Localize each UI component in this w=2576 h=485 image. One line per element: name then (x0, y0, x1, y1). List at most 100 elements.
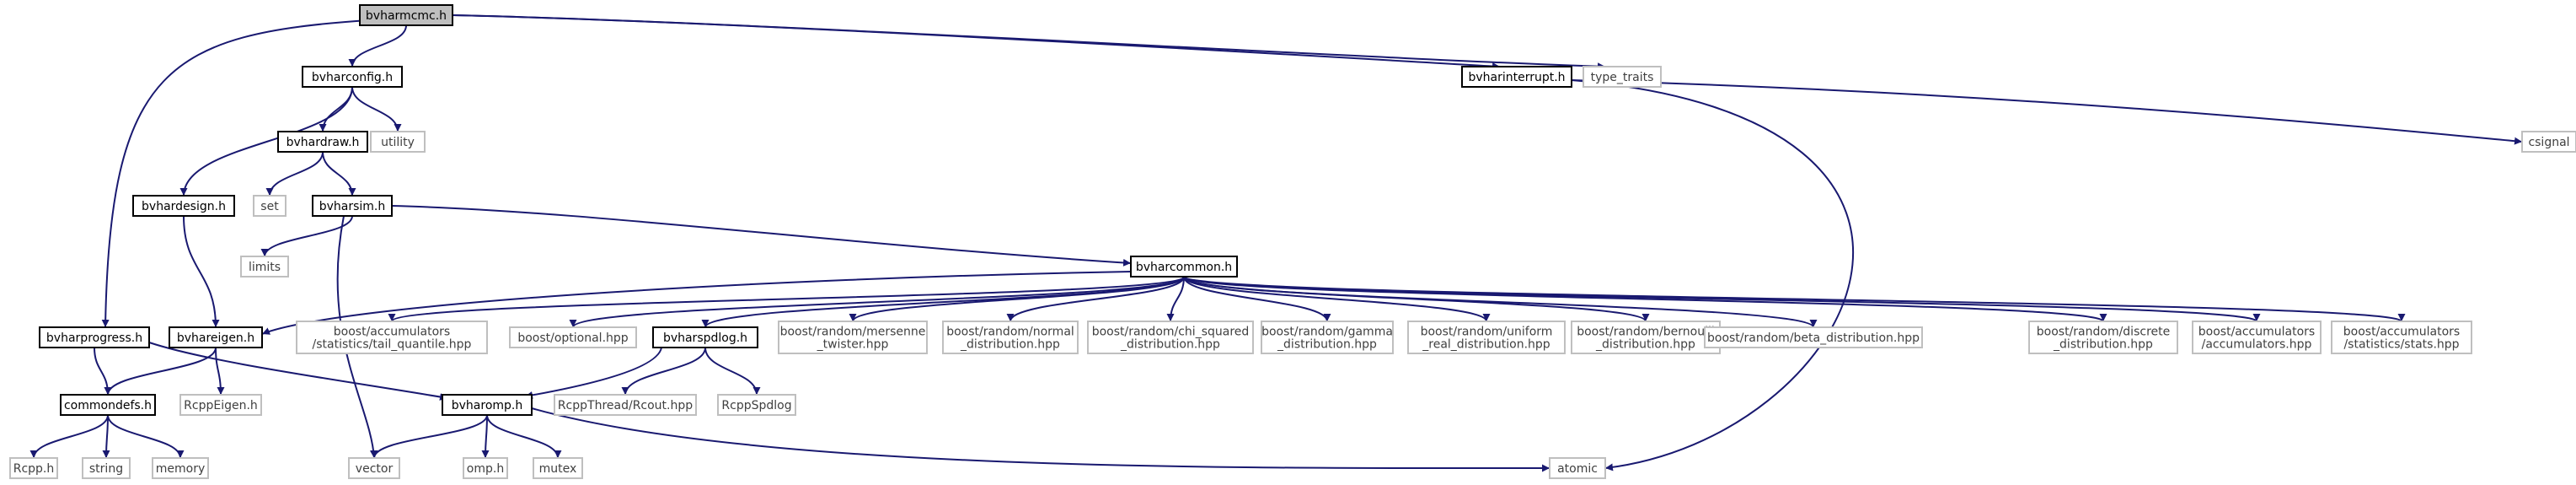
node-csignal: csignal (2521, 131, 2576, 153)
edge-bvharcommon-to-uniform_real (1183, 276, 1491, 322)
edge-commondefs-to-string (102, 414, 110, 459)
node-label-string: string (89, 462, 123, 476)
node-label-normal: _distribution.hpp (960, 338, 1060, 352)
edge-bvharomp-to-omp (481, 414, 490, 459)
node-mersenne: boost/random/mersenne_twister.hpp (778, 321, 928, 354)
node-label-bvharcommon: bvharcommon.h (1136, 261, 1232, 274)
node-label-bernoulli: boost/random/bernoulli (1577, 326, 1715, 339)
edge-bvharomp-to-atomic (531, 407, 1550, 472)
node-bvharcommon[interactable]: bvharcommon.h (1130, 256, 1238, 278)
node-label-RcppEigen: RcppEigen.h (184, 399, 258, 412)
edge-bvharconfig-to-bvhardraw (319, 86, 353, 132)
node-discrete: boost/random/discrete_distribution.hpp (2028, 321, 2178, 354)
header-nodes: bvharmcmc.h bvharconfig.h bvharinterrupt.h… (9, 4, 2576, 479)
node-box-bvharcommon (1130, 256, 1238, 278)
node-bvharmcmc[interactable]: bvharmcmc.h (359, 4, 453, 26)
node-bvharconfig[interactable]: bvharconfig.h (302, 66, 403, 88)
node-bvharprogress[interactable]: bvharprogress.h (39, 326, 150, 348)
node-atomic: atomic (1549, 457, 1606, 479)
node-label-bvharprogress: bvharprogress.h (46, 331, 142, 345)
node-limits: limits (240, 256, 289, 278)
node-stats: boost/accumulators/statistics/stats.hpp (2331, 321, 2472, 354)
edge-bvharcommon-to-bvharspdlog (701, 276, 1185, 328)
node-memory: memory (152, 457, 209, 479)
node-chi_squared: boost/random/chi_squared_distribution.hp… (1087, 321, 1254, 354)
node-bvharsim[interactable]: bvharsim.h (312, 195, 393, 217)
node-label-mutex: mutex (539, 462, 577, 476)
edge-bvharspdlog-to-RcppThread (621, 347, 706, 396)
node-label-bvharmcmc: bvharmcmc.h (366, 9, 447, 23)
edge-bvharspdlog-to-RcppSpdlog (704, 347, 761, 396)
node-label-atomic: atomic (1557, 462, 1598, 476)
edge-bvharmcmc-to-bvharconfig (348, 24, 407, 67)
node-RcppEigen: RcppEigen.h (179, 394, 262, 416)
node-box-bernoulli (1571, 321, 1721, 354)
node-RcppThread: RcppThread/Rcout.hpp (554, 394, 697, 416)
edge-bvharspdlog-to-bvharomp (524, 347, 662, 399)
node-box-type_traits (1583, 66, 1662, 88)
node-label-mersenne: boost/random/mersenne (780, 326, 926, 339)
node-bvharinterrupt[interactable]: bvharinterrupt.h (1461, 66, 1572, 88)
node-optional: boost/optional.hpp (509, 326, 637, 348)
node-accumulators: boost/accumulators/accumulators.hpp (2192, 321, 2322, 354)
node-box-bvharsim (312, 195, 393, 217)
node-label-RcppThread: RcppThread/Rcout.hpp (558, 399, 693, 412)
node-label-accumulators: boost/accumulators (2198, 326, 2315, 339)
edge-commondefs-to-memory (107, 414, 185, 459)
node-box-uniform_real (1407, 321, 1566, 354)
node-box-mersenne (778, 321, 928, 354)
node-bernoulli: boost/random/bernoulli_distribution.hpp (1571, 321, 1721, 354)
node-normal: boost/random/normal_distribution.hpp (942, 321, 1079, 354)
node-box-optional (509, 326, 637, 348)
node-label-discrete: _distribution.hpp (2053, 338, 2153, 352)
node-type_traits: type_traits (1583, 66, 1662, 88)
node-box-bvharmcmc (359, 4, 453, 26)
edge-commondefs-to-Rcpp (29, 414, 109, 459)
node-uniform_real: boost/random/uniform_real_distribution.h… (1407, 321, 1566, 354)
node-box-vector (348, 457, 400, 479)
node-bvharomp[interactable]: bvharomp.h (442, 394, 533, 416)
node-bvhardraw[interactable]: bvhardraw.h (277, 131, 368, 153)
node-label-bvharconfig: bvharconfig.h (312, 71, 393, 84)
node-box-stats (2331, 321, 2472, 354)
node-commondefs[interactable]: commondefs.h (60, 394, 156, 416)
node-string: string (82, 457, 131, 479)
edge-bvharcommon-to-stats (1183, 276, 2406, 322)
node-utility: utility (370, 131, 426, 153)
node-box-string (82, 457, 131, 479)
node-Rcpp: Rcpp.h (9, 457, 58, 479)
node-label-Rcpp: Rcpp.h (13, 462, 55, 476)
edge-bvharmcmc-to-bvharinterrupt (452, 14, 1501, 70)
node-label-limits: limits (249, 261, 281, 274)
node-mutex: mutex (533, 457, 583, 479)
node-label-optional: boost/optional.hpp (517, 331, 628, 345)
edge-bvharomp-to-vector (370, 414, 488, 459)
node-box-bvharinterrupt (1461, 66, 1572, 88)
node-label-bvharspdlog: bvharspdlog.h (663, 331, 747, 345)
edge-bvharcommon-to-tail_quantile (388, 276, 1185, 322)
node-box-commondefs (60, 394, 156, 416)
node-box-RcppThread (554, 394, 697, 416)
node-label-mersenne: _twister.hpp (817, 338, 889, 352)
node-label-stats: boost/accumulators (2343, 326, 2460, 339)
node-label-csignal: csignal (2528, 136, 2569, 149)
edge-bvhardesign-to-bvhareigen (183, 215, 220, 328)
node-bvharspdlog[interactable]: bvharspdlog.h (652, 326, 758, 348)
node-label-type_traits: type_traits (1591, 71, 1654, 84)
node-label-chi_squared: _distribution.hpp (1120, 338, 1220, 352)
node-omp: omp.h (463, 457, 508, 479)
node-bvhardesign[interactable]: bvhardesign.h (132, 195, 235, 217)
edge-bvharcommon-to-chi_squared (1166, 276, 1185, 322)
edge-bvhardraw-to-bvharsim (322, 151, 356, 197)
node-box-bvhareigen (169, 326, 263, 348)
node-bvhareigen[interactable]: bvhareigen.h (169, 326, 263, 348)
node-box-mutex (533, 457, 583, 479)
node-label-utility: utility (381, 136, 415, 149)
edge-bvharsim-to-limits (260, 215, 353, 257)
node-box-normal (942, 321, 1079, 354)
node-label-discrete: boost/random/discrete (2037, 326, 2170, 339)
node-box-bvharconfig (302, 66, 403, 88)
node-label-bvharomp: bvharomp.h (452, 399, 523, 412)
edge-bvharcommon-to-beta (1183, 276, 1818, 328)
node-box-bvharspdlog (652, 326, 758, 348)
